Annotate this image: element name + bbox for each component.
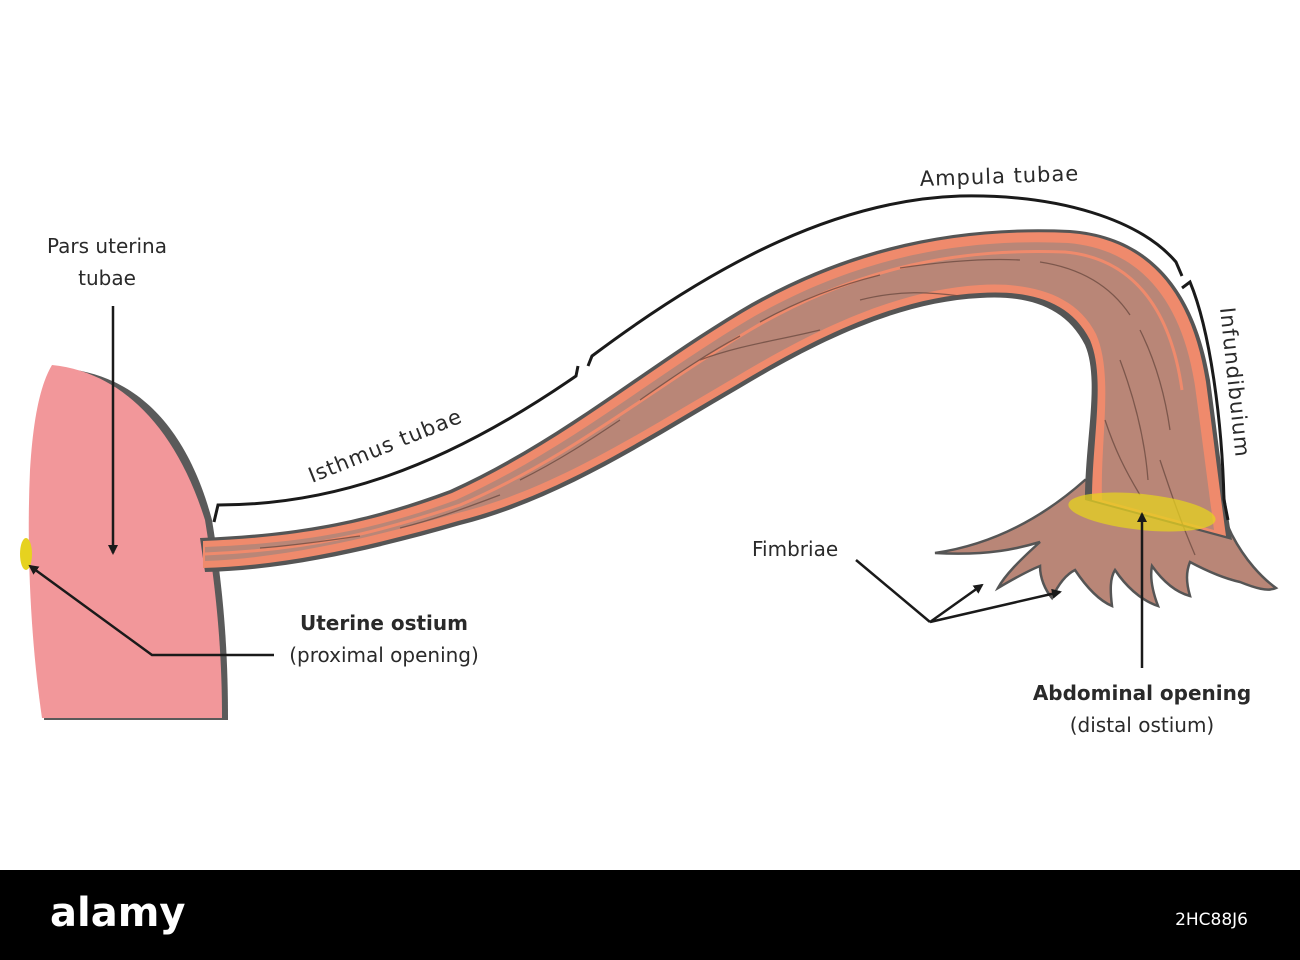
- uterus-body: [28, 365, 223, 718]
- abdominal-opening-label: Abdominal opening: [1033, 681, 1251, 705]
- fimbriae-label: Fimbriae: [752, 537, 838, 561]
- ampula-bracket: [586, 194, 1184, 367]
- ampula-label: Ampula tubae: [919, 161, 1079, 191]
- uterine-ostium-label: Uterine ostium: [300, 611, 468, 635]
- abdominal-opening-sublabel: (distal ostium): [1070, 713, 1215, 737]
- fallopian-tube-diagram: Isthmus tubae Ampula tubae Infundibuium …: [20, 161, 1279, 737]
- tube-inner: [205, 242, 1214, 561]
- pars-uterina-label-line2: tubae: [78, 266, 136, 290]
- region-brackets: [212, 194, 1230, 523]
- watermark-image-id: 2HC88J6: [1175, 910, 1248, 930]
- tube-lumen: [204, 249, 1184, 556]
- uterine-ostium-marker: [20, 538, 32, 570]
- infundibulum-bracket: [1181, 279, 1230, 521]
- fimbriae-arrows: [855, 559, 1062, 624]
- tube-outer: [200, 229, 1232, 572]
- isthmus-bracket: [212, 365, 580, 523]
- fallopian-tube: [20, 229, 1279, 609]
- watermark-logo: alamy: [50, 890, 186, 936]
- tube-texture: [259, 258, 1196, 556]
- uterine-ostium-leader: [28, 564, 274, 657]
- uterine-ostium-sublabel: (proximal opening): [289, 643, 479, 667]
- pars-uterina-label-line1: Pars uterina: [47, 234, 167, 258]
- uterus-wall: [28, 365, 228, 720]
- isthmus-label: Isthmus tubae: [305, 404, 466, 488]
- watermark-footer: alamy 2HC88J6: [0, 870, 1300, 960]
